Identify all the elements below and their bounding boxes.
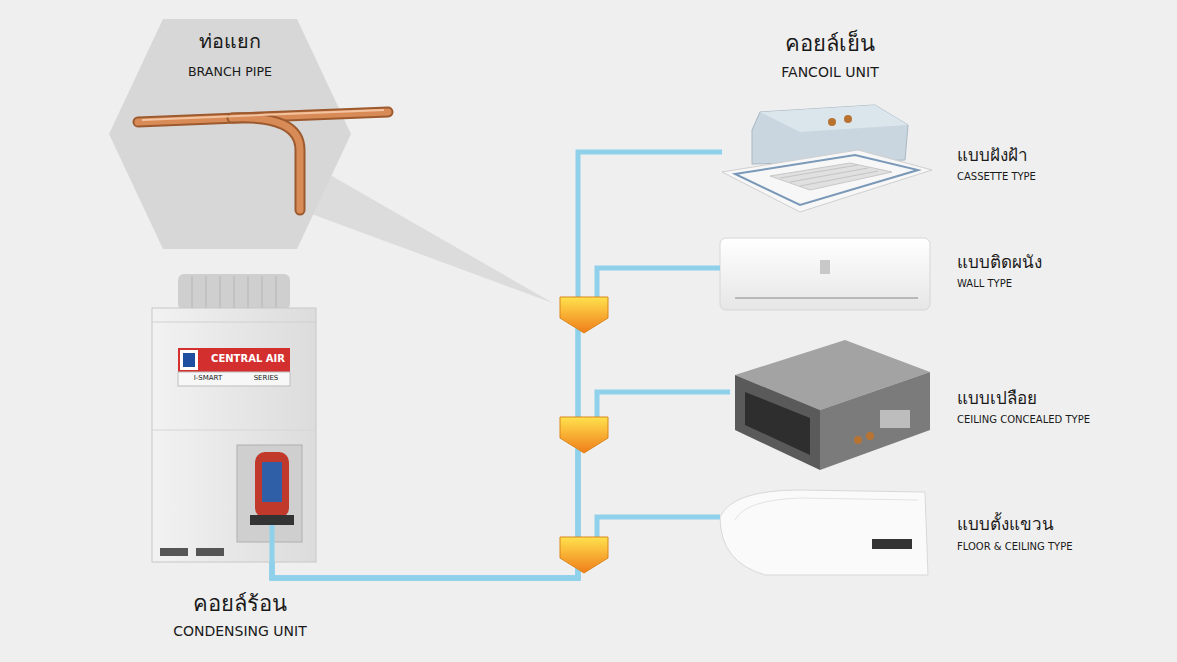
cassette-fancoil: แบบฝังฝ้าCASSETTE TYPE (722, 105, 932, 213)
unit-title: แบบตั้งแขวน (957, 514, 1054, 535)
unit-subtitle: WALL TYPE (957, 278, 1012, 291)
cassette-unit (722, 105, 932, 212)
unit-title-holder: แบบเปลือย (957, 388, 1037, 409)
brand-text-holder: CENTRAL AIR (198, 353, 298, 366)
callout-pointer (306, 168, 553, 303)
brand-text: I-SMART (183, 374, 233, 383)
branch-joint (560, 297, 608, 333)
refrigerant-pipe (272, 268, 720, 578)
brand-text-holder: I-SMART (183, 374, 233, 383)
unit-subtitle-holder: CEILING CONCEALED TYPE (957, 414, 1090, 427)
unit-subtitle-holder: CASSETTE TYPE (957, 171, 1036, 184)
refrigerant-pipe (272, 517, 720, 578)
unit-title: แบบฝังฝ้า (957, 145, 1028, 166)
refrigerant-pipe (272, 392, 730, 578)
condensing-unit (152, 274, 316, 562)
unit-title: คอยล์ร้อน (90, 590, 390, 618)
unit-subtitle: CEILING CONCEALED TYPE (957, 414, 1090, 427)
column-heading-holder: FANCOIL UNIT (680, 64, 980, 82)
concealed-fancoil: แบบเปลือยCEILING CONCEALED TYPE (730, 340, 930, 470)
floor-ceiling-fancoil: แบบตั้งแขวนFLOOR & CEILING TYPE (720, 490, 930, 575)
unit-subtitle-holder: WALL TYPE (957, 278, 1012, 291)
column-heading: FANCOIL UNIT (680, 64, 980, 82)
wall-unit (720, 238, 930, 310)
brand-text: SERIES (241, 374, 291, 383)
unit-subtitle: BRANCH PIPE (80, 64, 380, 80)
brand-text: CENTRAL AIR (198, 353, 298, 366)
condensing-unit: คอยล์ร้อนCONDENSING UNIT (152, 285, 316, 562)
unit-title: ท่อแยก (80, 30, 380, 55)
unit-title: แบบติดผนัง (957, 252, 1042, 273)
column-heading: คอยล์เย็น (680, 30, 980, 58)
branch-pipe-callout: ท่อแยกBRANCH PIPE (108, 18, 352, 250)
unit-title-holder: ท่อแยก (80, 30, 380, 55)
unit-subtitle: CONDENSING UNIT (90, 623, 390, 641)
refrigerant-pipe (272, 152, 722, 578)
unit-title: แบบเปลือย (957, 388, 1037, 409)
column-heading-holder: คอยล์เย็น (680, 30, 980, 58)
unit-subtitle: FLOOR & CEILING TYPE (957, 541, 1073, 554)
unit-subtitle-holder: BRANCH PIPE (80, 64, 380, 80)
unit-title-holder: คอยล์ร้อน (90, 590, 390, 618)
unit-title-holder: แบบติดผนัง (957, 252, 1042, 273)
concealed-unit (735, 340, 930, 470)
unit-subtitle-holder: FLOOR & CEILING TYPE (957, 541, 1073, 554)
unit-title-holder: แบบฝังฝ้า (957, 145, 1028, 166)
unit-title-holder: แบบตั้งแขวน (957, 514, 1054, 535)
brand-text-holder: SERIES (241, 374, 291, 383)
branch-joint (560, 537, 608, 573)
unit-subtitle-holder: CONDENSING UNIT (90, 623, 390, 641)
unit-subtitle: CASSETTE TYPE (957, 171, 1036, 184)
wall-fancoil: แบบติดผนังWALL TYPE (720, 238, 930, 312)
branch-joint (560, 417, 608, 453)
floor-ceiling-unit (720, 490, 928, 575)
